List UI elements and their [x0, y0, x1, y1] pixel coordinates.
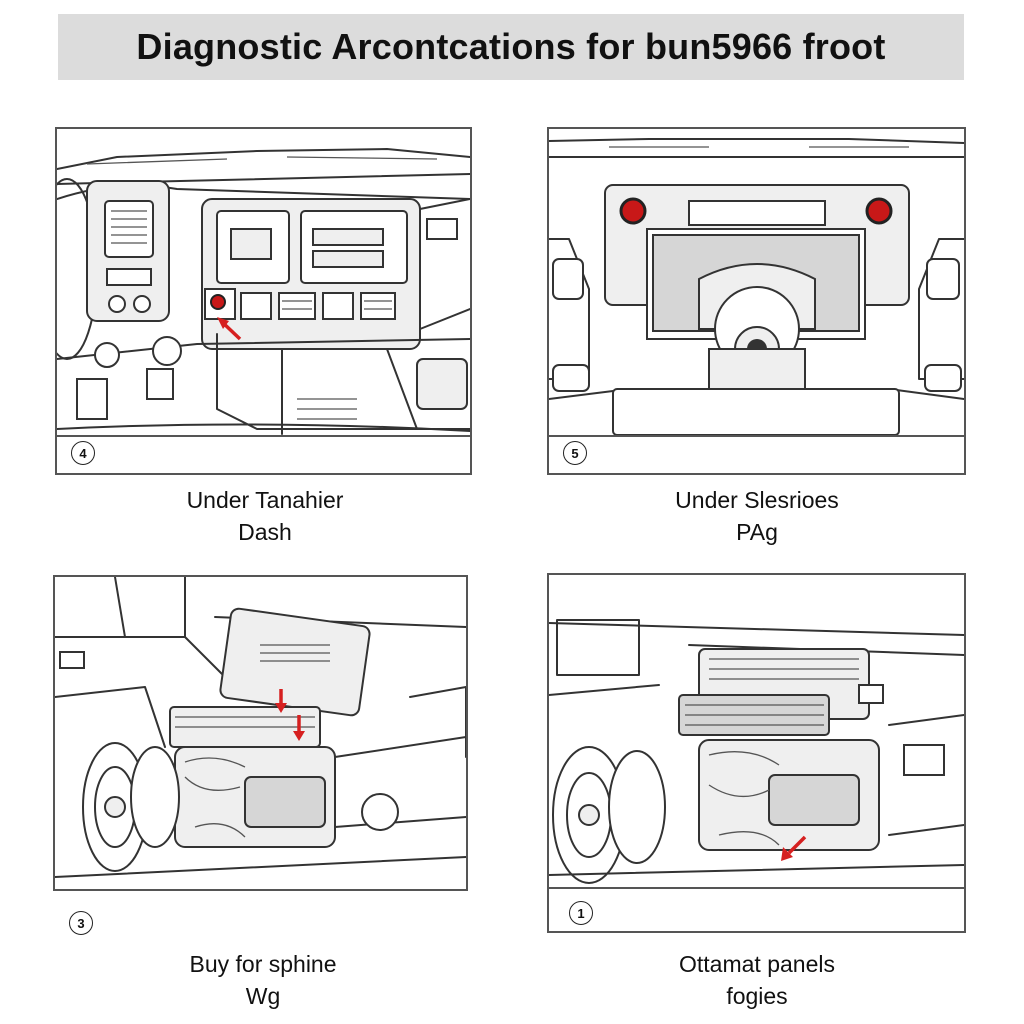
page-title: Diagnostic Arcontcations for bun5966 fro… [136, 26, 886, 67]
steering-column-illustration [549, 138, 964, 436]
panel-number-badge: 3 [69, 911, 93, 935]
panel-under-dash: 4 [55, 127, 472, 475]
panel-caption-engine-bay-right: Ottamat panels fogies [612, 948, 902, 1012]
caption-line-1: Under Slesrioes [675, 487, 839, 513]
panel-number-badge: 5 [563, 441, 587, 465]
caption-line-1: Under Tanahier [186, 487, 344, 513]
panel-engine-bay-right: 1 [547, 573, 966, 933]
caption-line-1: Buy for sphine [189, 951, 337, 977]
panel-engine-bay-left: 3 [53, 575, 468, 935]
panel-number-badge: 4 [71, 441, 95, 465]
panel-caption-under-steering: Under Slesrioes PAg [612, 484, 902, 548]
caption-line-1: Ottamat panels [679, 951, 835, 977]
caption-line-2: fogies [726, 983, 788, 1009]
panel-under-steering: 5 [547, 127, 966, 475]
caption-line-2: Dash [238, 519, 292, 545]
dashboard-illustration [57, 148, 470, 435]
engine-bay-illustration [549, 619, 964, 884]
caption-line-2: PAg [736, 519, 778, 545]
engine-bay-illustration [55, 577, 466, 878]
title-bar: Diagnostic Arcontcations for bun5966 fro… [58, 14, 964, 80]
panel-number-badge: 1 [569, 901, 593, 925]
panel-caption-under-dash: Under Tanahier Dash [120, 484, 410, 548]
panel-caption-engine-bay-left: Buy for sphine Wg [118, 948, 408, 1012]
caption-line-2: Wg [245, 983, 281, 1009]
